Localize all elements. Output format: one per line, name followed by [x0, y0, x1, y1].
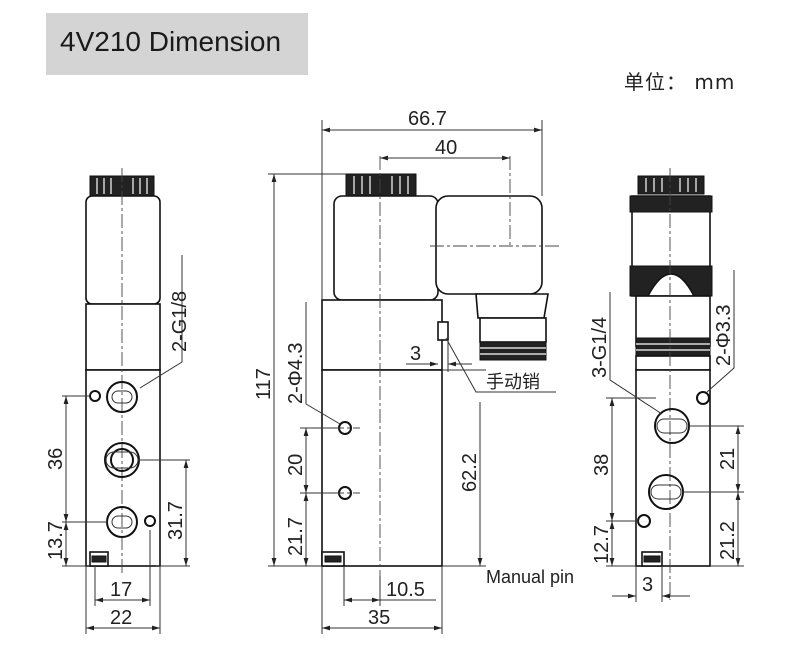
front-manual-pin [437, 321, 449, 341]
right-mount-hole-label: 2-Φ3.3 [713, 304, 735, 366]
left-view: 2-G1/8 36 13.7 31.7 17 22 [45, 168, 191, 634]
left-port-top [106, 381, 138, 413]
right-dim-12-7: 12.7 [591, 525, 613, 564]
right-dim-38: 38 [591, 454, 613, 476]
right-valve-body [635, 369, 711, 567]
front-connector-gland [479, 341, 547, 361]
right-coil-cap [637, 175, 705, 195]
left-dim-13-7: 13.7 [45, 521, 67, 560]
front-coil-cap [345, 173, 417, 197]
right-dim-3: 3 [642, 574, 653, 596]
right-dim-21-2: 21.2 [717, 521, 739, 560]
front-dim-117: 117 [253, 368, 275, 400]
front-view: 66.7 40 117 2-Φ4.3 20 21.7 3 手动销 62.2 [253, 108, 574, 634]
page-title: 4V210 Dimension [60, 26, 282, 57]
unit-label: 单位： mm [624, 70, 736, 94]
right-dim-21: 21 [717, 448, 739, 470]
front-dim-40: 40 [435, 137, 457, 159]
left-dim-17: 17 [110, 579, 132, 601]
manual-pin-cn-label: 手动销 [486, 372, 540, 393]
front-valve-body [321, 369, 443, 567]
left-dim-36: 36 [45, 448, 67, 470]
front-dim-3: 3 [410, 343, 421, 365]
left-coil [85, 195, 161, 305]
right-view: 3-G1/4 2-Φ3.3 38 12.7 21 21.2 3 [589, 168, 744, 602]
right-thread-label: 3-G1/4 [589, 317, 611, 378]
front-dim-66-7: 66.7 [408, 108, 447, 130]
front-dim-20: 20 [285, 454, 307, 476]
right-hole-top [696, 391, 710, 405]
front-mount-hole-label: 2-Φ4.3 [285, 342, 307, 404]
left-dim-22: 22 [110, 607, 132, 629]
front-adapter [321, 299, 443, 371]
front-dim-10-5: 10.5 [386, 579, 425, 601]
left-thread-label: 2-G1/8 [169, 291, 191, 352]
front-dim-21-7: 21.7 [285, 517, 307, 556]
manual-pin-label: Manual pin [486, 567, 574, 587]
front-coil [333, 195, 439, 301]
title-box: 4V210 Dimension [46, 13, 308, 75]
left-hole-bottom [144, 515, 156, 527]
front-dim-35: 35 [368, 607, 390, 629]
front-dim-62-2: 62.2 [459, 453, 481, 492]
left-adapter [85, 303, 161, 371]
left-dim-31-7: 31.7 [165, 501, 187, 540]
front-connector [435, 195, 543, 295]
